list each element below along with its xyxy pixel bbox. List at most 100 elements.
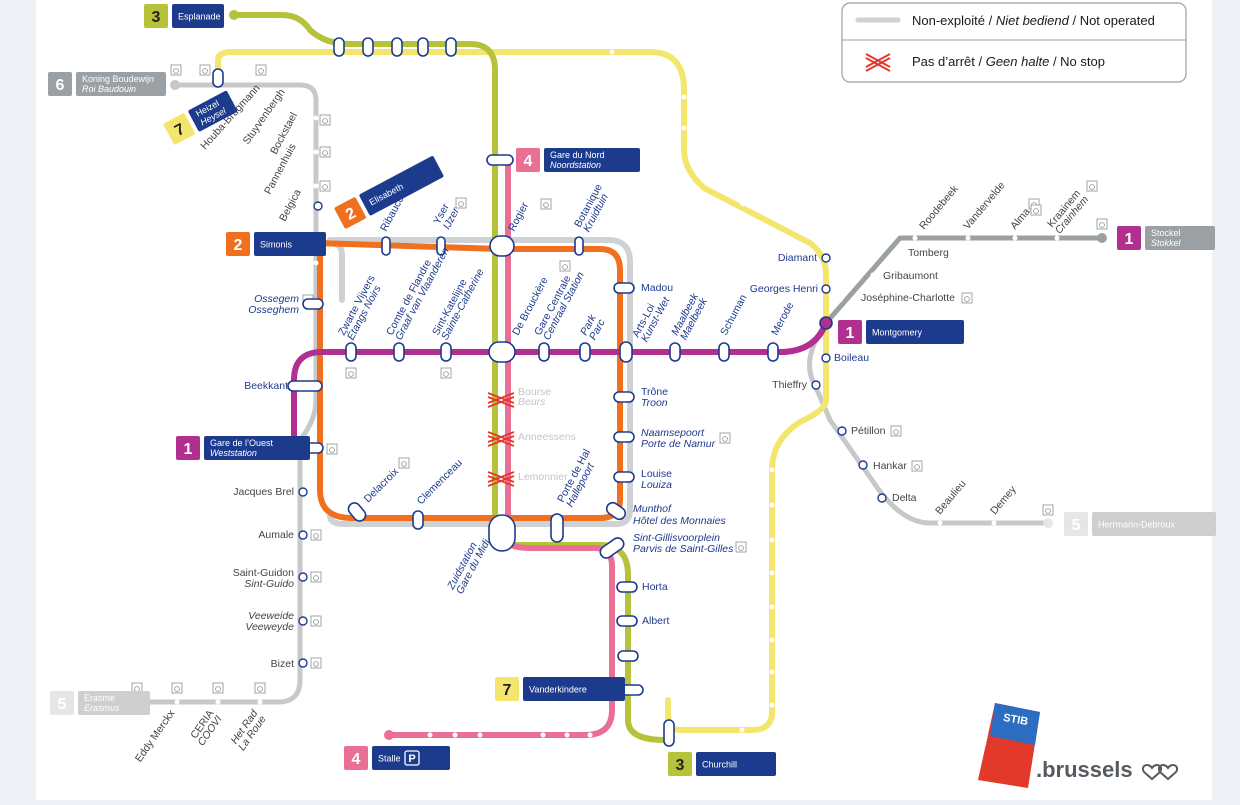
wheelchair-icon-wheel (257, 686, 263, 692)
line-number: 5 (1072, 517, 1081, 534)
wheelchair-icon-wheel (1089, 184, 1095, 190)
label-line: Georges Henri (750, 283, 818, 295)
cross-stroke (487, 471, 515, 483)
tick-dot (587, 732, 593, 738)
tick-dot (313, 149, 319, 155)
tick-dot (313, 183, 319, 189)
terminal-name-box (523, 677, 625, 701)
label-line: Anneessens (518, 431, 576, 443)
line-number-box (1117, 226, 1141, 250)
line-number-box (163, 113, 195, 145)
cross-stroke (487, 396, 515, 408)
tick-esplanade-5 (445, 37, 457, 57)
label-line: Diamant (778, 252, 817, 264)
line-number-box (50, 691, 74, 715)
line-number: 7 (503, 682, 512, 699)
station-marker-transfer-1 (617, 650, 639, 662)
label-thieffry: Thieffry (772, 379, 808, 391)
tick-dot (313, 260, 319, 266)
terminal-name: Montgomery (872, 328, 923, 338)
badge-line2-elisabeth: 2 (334, 197, 366, 229)
stalle-end (384, 730, 394, 740)
terminal-name-fr: Herrmann-Debroux (1098, 520, 1176, 530)
cross-stroke (487, 431, 515, 443)
station-marker-trone (613, 391, 635, 403)
label-line: Hôtel des Monnaies (633, 515, 727, 527)
line-number-box (176, 436, 200, 460)
label-line: Ossegem (254, 293, 299, 305)
station-markers (135, 10, 1107, 747)
no-stop-cross-icon (865, 53, 891, 72)
stockel-end (1097, 233, 1107, 243)
label-line: Gribaumont (883, 270, 938, 282)
wheelchair-icon (911, 460, 923, 472)
line-number-box (344, 746, 368, 770)
wheelchair-icon-wheel (1033, 208, 1039, 214)
tick-dot (991, 520, 997, 526)
wheelchair-icon (559, 260, 571, 272)
terminal-name: Stalle (378, 754, 401, 764)
wheelchair-icon (171, 682, 183, 694)
label-line: Aumale (258, 529, 294, 541)
label-beekkant: Beekkant (244, 380, 288, 392)
wheelchair-icon-frame (1030, 204, 1042, 216)
label-delta: Delta (892, 492, 917, 504)
wheelchair-icon-wheel (313, 661, 319, 667)
terminal-name-box (204, 436, 310, 460)
terminal-name-fr: Stockel (1151, 228, 1181, 238)
label-albert: Albert (642, 615, 670, 627)
station-marker-etangs-noirs (345, 342, 357, 362)
wheelchair-icon-frame (1096, 218, 1108, 230)
station-marker-ossegem (302, 298, 324, 310)
wheelchair-icon-frame (345, 367, 357, 379)
wheelchair-icon-frame (890, 425, 902, 437)
station-marker-small (298, 616, 308, 626)
label-lemonnier: Lemonnier (518, 471, 568, 483)
label-line: Horta (642, 581, 668, 593)
wheelchair-icon (1086, 180, 1098, 192)
label-line: Pétillon (851, 425, 886, 437)
terminal-name-box (544, 148, 640, 172)
station-marker-rogier (489, 235, 515, 257)
wheelchair-icon (212, 682, 224, 694)
station-marker-delacroix (347, 502, 367, 522)
wheelchair-icon-frame (735, 541, 747, 553)
tick-dot (870, 272, 876, 278)
station-marker-parc (579, 342, 591, 362)
tick-dot (215, 699, 221, 705)
station-marker-gare-du-midi (488, 514, 516, 552)
label-line: Jacques Brel (233, 486, 294, 498)
label-line: Troon (641, 397, 668, 409)
label-line: Porte de Namur (641, 438, 716, 450)
tick-dot (681, 125, 687, 131)
wheelchair-icon-wheel (313, 533, 319, 539)
wheelchair-icon-frame (255, 64, 267, 76)
tick-dot (769, 669, 775, 675)
tick-dot (965, 235, 971, 241)
station-marker-small (877, 493, 887, 503)
line5-east (807, 320, 1051, 526)
terminal-name-box (1092, 512, 1216, 536)
line-number-box (516, 148, 540, 172)
station-marker-small (821, 353, 831, 363)
herrmann-end (1043, 518, 1053, 528)
tick-dot (564, 732, 570, 738)
wheelchair-icon (398, 457, 410, 469)
tick-dot (769, 570, 775, 576)
station-ticks (144, 49, 1060, 738)
wheelchair-icon-frame (310, 615, 322, 627)
line-number-box (334, 197, 366, 229)
